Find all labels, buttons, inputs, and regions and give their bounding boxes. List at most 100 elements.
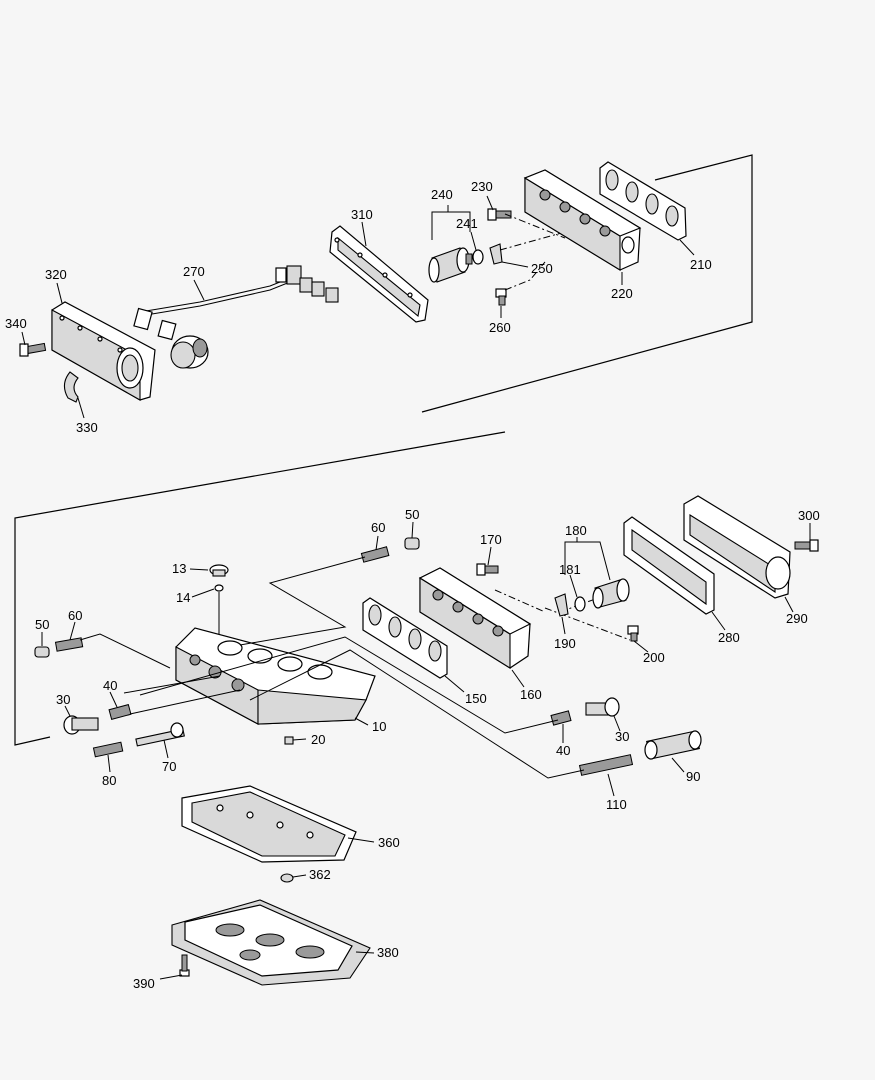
- spring-80: [92, 741, 124, 758]
- leader-14: [191, 588, 215, 598]
- spring-40-right: [550, 710, 572, 726]
- link-40-left: [123, 675, 221, 694]
- callout-13: 13: [172, 561, 186, 576]
- bracket-250: [489, 243, 503, 265]
- plug-30-left: [63, 715, 99, 735]
- link-60-left: [79, 633, 171, 669]
- guide-line-upper-1: [504, 213, 566, 239]
- link-110: [249, 649, 585, 779]
- link-70: [139, 636, 559, 734]
- callout-90: 90: [686, 769, 700, 784]
- leader-50-right: [411, 521, 414, 539]
- spring-110: [578, 754, 634, 776]
- leader-60-right: [375, 535, 379, 551]
- gasket-310: [329, 225, 429, 323]
- leader-280: [711, 611, 726, 631]
- bolt-200: [627, 625, 639, 642]
- leader-190: [561, 616, 566, 635]
- leader-330: [77, 397, 85, 419]
- spring-40-left: [108, 703, 132, 721]
- leader-70: [163, 739, 169, 759]
- leader-200: [633, 640, 649, 653]
- leader-241: [470, 231, 477, 251]
- valve-housing-220: [523, 169, 642, 271]
- solenoid-240: [428, 247, 473, 283]
- separator-plate-360: [181, 785, 357, 863]
- callout-50-right: 50: [405, 507, 419, 522]
- solenoid-180: [592, 578, 630, 609]
- bracket-190: [554, 593, 569, 617]
- leader-170: [487, 546, 492, 566]
- callout-300: 300: [798, 508, 820, 523]
- bolt-170: [476, 563, 499, 576]
- valve-housing-160: [418, 567, 532, 669]
- callout-181: 181: [559, 562, 581, 577]
- callout-70: 70: [162, 759, 176, 774]
- cup-362: [280, 873, 294, 883]
- leader-362: [292, 874, 307, 878]
- leader-310: [361, 221, 367, 247]
- ring-14: [214, 584, 224, 592]
- spring-60-left: [54, 637, 84, 652]
- gasket-210: [599, 161, 687, 241]
- callout-10: 10: [372, 719, 386, 734]
- callout-20: 20: [311, 732, 325, 747]
- leader-110: [607, 773, 615, 797]
- callout-160: 160: [520, 687, 542, 702]
- callout-180: 180: [565, 523, 587, 538]
- callout-230: 230: [471, 179, 493, 194]
- callout-170: 170: [480, 532, 502, 547]
- callout-110: 110: [606, 797, 627, 812]
- pin-20: [284, 736, 294, 745]
- callout-14: 14: [176, 590, 190, 605]
- link-40-left-b: [129, 689, 241, 715]
- leader-240: [431, 211, 471, 240]
- callout-50-left: 50: [35, 617, 49, 632]
- callout-80: 80: [102, 773, 116, 788]
- callout-190: 190: [554, 636, 576, 651]
- leader-180: [564, 541, 611, 581]
- callout-290: 290: [786, 611, 808, 626]
- leader-40-left: [109, 691, 118, 708]
- callout-360: 360: [378, 835, 400, 850]
- clip-330: [63, 371, 79, 403]
- leader-90: [671, 757, 685, 773]
- bolt-340: [19, 342, 47, 357]
- plug-13: [209, 564, 229, 577]
- leader-230: [486, 195, 494, 211]
- leader-13: [189, 568, 209, 571]
- harness-270: [133, 265, 339, 369]
- leader-380: [355, 951, 375, 954]
- callout-200: 200: [643, 650, 665, 665]
- callout-240: 240: [431, 187, 453, 202]
- bolt-300: [794, 539, 819, 552]
- callout-60-right: 60: [371, 520, 385, 535]
- cover-290: [683, 495, 791, 599]
- upper-group-frame: [421, 154, 753, 413]
- link-60-right: [239, 556, 366, 646]
- leader-210: [679, 239, 695, 256]
- callout-390: 390: [133, 976, 155, 991]
- leader-270: [193, 279, 205, 301]
- leader-160: [511, 669, 525, 688]
- callout-40-left: 40: [103, 678, 117, 693]
- gasket-150: [362, 597, 448, 679]
- callout-220: 220: [611, 286, 633, 301]
- o-ring-181: [574, 596, 586, 612]
- callout-210: 210: [690, 257, 712, 272]
- callout-40-right: 40: [556, 743, 570, 758]
- callout-280: 280: [718, 630, 740, 645]
- callout-310: 310: [351, 207, 373, 222]
- guide-line-upper-3: [504, 261, 546, 291]
- leader-80: [107, 754, 111, 773]
- leader-340: [21, 331, 26, 346]
- valve-body-10: [175, 627, 376, 725]
- callout-362: 362: [309, 867, 331, 882]
- callout-270: 270: [183, 264, 205, 279]
- valve-90: [644, 730, 702, 760]
- spring-60-right: [360, 546, 390, 563]
- leader-10: [354, 717, 369, 726]
- guide-line-lower-1: [494, 589, 546, 613]
- leader-30-right: [613, 715, 621, 732]
